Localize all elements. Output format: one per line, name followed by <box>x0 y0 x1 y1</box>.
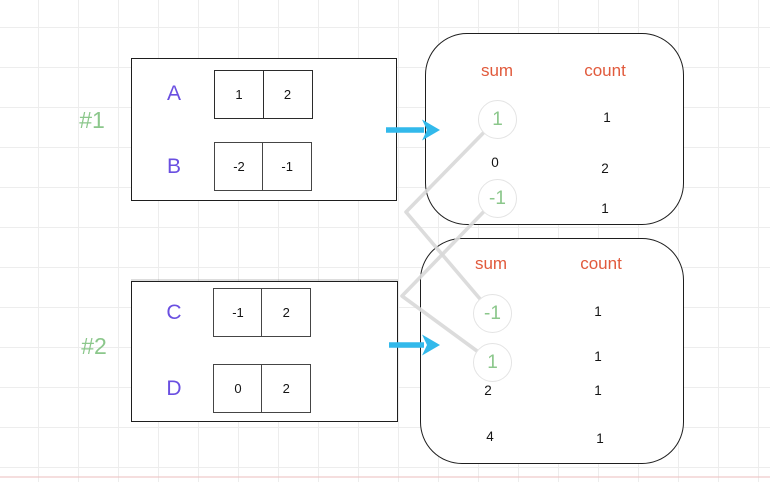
sum-count-table-2: sum count -1 1 1 1 2 1 4 1 <box>420 238 682 462</box>
sum-header: sum <box>474 254 508 273</box>
flow-arrow-icon <box>389 334 440 356</box>
sum-count-box-2 <box>420 238 684 464</box>
count-value: 1 <box>594 383 602 398</box>
sum-count-table-1: sum count 1 1 0 2 -1 1 <box>425 33 682 223</box>
array-cell: 2 <box>262 70 313 119</box>
count-value: 1 <box>594 349 602 364</box>
group-1-box: A 1 2 B -2 -1 <box>131 58 397 201</box>
count-value: 1 <box>601 201 609 216</box>
grid-accent-line <box>0 476 770 478</box>
array-cell: -1 <box>262 142 313 191</box>
sum-value: 2 <box>484 383 492 398</box>
array-b-label: B <box>166 155 181 178</box>
array-cell: 2 <box>261 288 312 337</box>
array-cell: 2 <box>261 364 312 413</box>
group-1-label: #1 <box>79 107 105 133</box>
pair-connector-minus1-to-1 <box>400 196 499 364</box>
sum-count-box-1 <box>425 33 684 225</box>
count-header: count <box>580 254 622 273</box>
sum-circle: -1 <box>478 179 517 218</box>
sum-circle: 1 <box>473 343 512 382</box>
array-b-cells: -2 -1 <box>214 142 313 191</box>
array-a-cells: 1 2 <box>214 70 313 119</box>
array-d-label: D <box>166 377 182 400</box>
array-c-cells: -1 2 <box>213 288 312 337</box>
group-2-label: #2 <box>81 333 107 359</box>
sum-circle: -1 <box>473 294 512 333</box>
count-value: 1 <box>596 431 604 446</box>
pair-connector-1-to-minus1 <box>404 117 499 315</box>
count-value: 1 <box>594 304 602 319</box>
sum-value: 0 <box>491 155 499 170</box>
array-cell: 0 <box>213 364 263 413</box>
array-a-label: A <box>166 82 181 105</box>
array-d-cells: 0 2 <box>213 364 312 413</box>
array-c-label: C <box>166 301 182 324</box>
sum-circle: 1 <box>478 100 517 139</box>
count-header: count <box>584 61 626 80</box>
flow-arrow-icon <box>386 119 440 141</box>
sum-value: 4 <box>486 429 494 444</box>
sum-header: sum <box>480 61 514 80</box>
group-2-box: C -1 2 D 0 2 <box>131 281 398 422</box>
array-cell: -2 <box>214 142 264 191</box>
count-value: 2 <box>601 161 609 176</box>
array-cell: -1 <box>213 288 263 337</box>
count-value: 1 <box>603 110 611 125</box>
